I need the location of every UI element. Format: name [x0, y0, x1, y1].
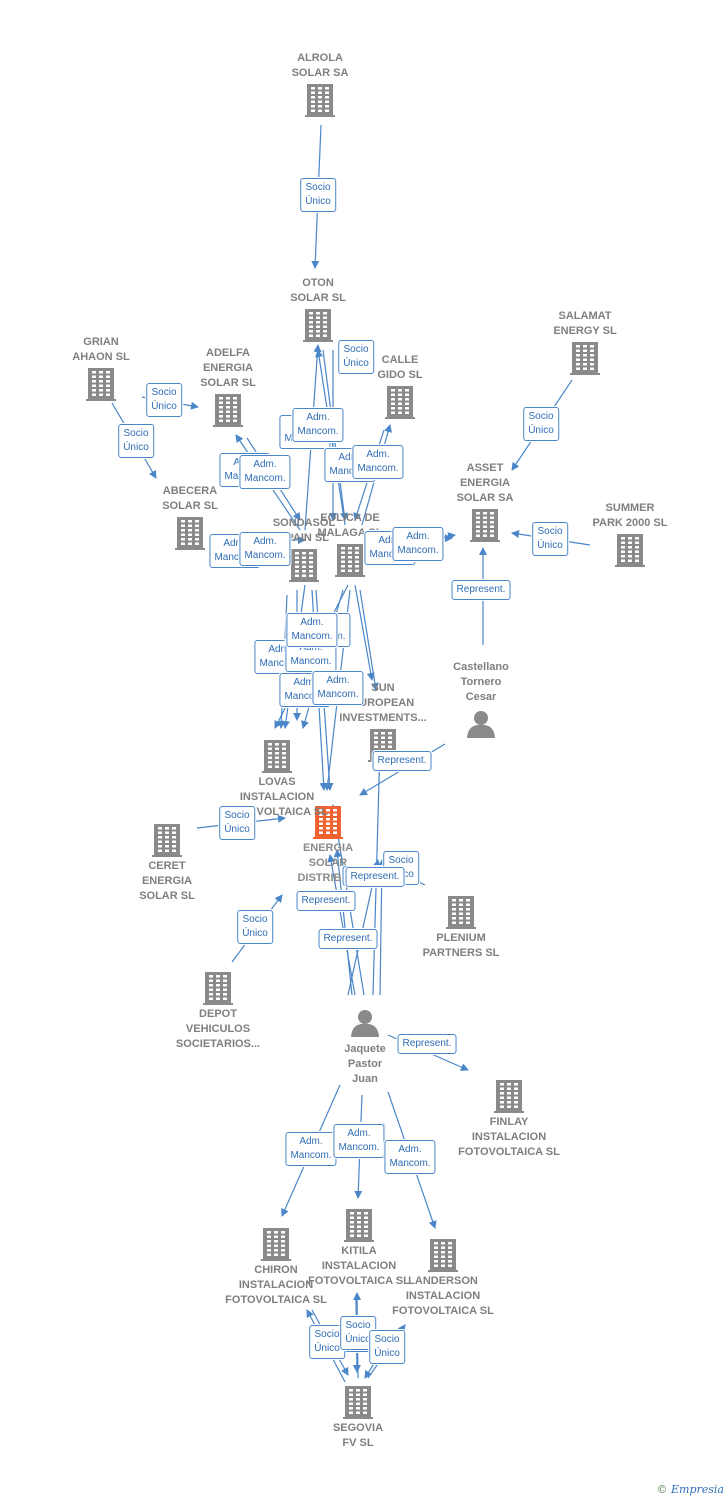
building-icon[interactable] [86, 368, 116, 401]
copyright-icon: © [656, 1483, 668, 1496]
node-label-salamat[interactable]: SALAMAT ENERGY SL [553, 310, 617, 337]
relation-badge-jaquete-energia[interactable]: Represent. [296, 891, 356, 911]
relation-badge-grian-abecera[interactable]: Socio Único [118, 424, 154, 458]
relation-badge-jaquete-energia[interactable]: Represent. [318, 929, 378, 949]
node-label-eolica[interactable]: EOLICA DE MALAGA SL [317, 512, 383, 539]
building-icon[interactable] [305, 84, 335, 117]
relation-badge-jaquete-finlay[interactable]: Represent. [397, 1034, 457, 1054]
node-label-alrola[interactable]: ALROLA SOLAR SA [291, 52, 349, 79]
node-label-landerson[interactable]: LANDERSON INSTALACION FOTOVOLTAICA SL [392, 1275, 494, 1317]
building-icon[interactable] [335, 544, 365, 577]
node-label-castellano[interactable]: Castellano Tornero Cesar [453, 661, 509, 703]
building-icon[interactable] [343, 1386, 373, 1419]
building-icon[interactable] [303, 309, 333, 342]
node-label-asset[interactable]: ASSET ENERGIA SOLAR SA [456, 462, 514, 504]
node-label-segovia[interactable]: SEGOVIA FV SL [332, 1422, 384, 1449]
building-icon[interactable] [262, 740, 292, 773]
building-icon[interactable] [446, 896, 476, 929]
node-label-sun[interactable]: SUN EUROPEAN INVESTMENTS... [339, 682, 427, 724]
building-icon[interactable] [289, 549, 319, 582]
building-icon[interactable] [152, 824, 182, 857]
building-icon[interactable] [203, 972, 233, 1005]
node-label-summer[interactable]: SUMMER PARK 2000 SL [592, 502, 668, 529]
relation-badge-sondasol-lovas[interactable]: Adm. Mancom. [286, 613, 338, 647]
node-label-oton[interactable]: OTON SOLAR SL [290, 277, 346, 304]
building-icon[interactable] [213, 394, 243, 427]
building-icon[interactable] [344, 1209, 374, 1242]
footer-brand[interactable]: © Empresia [657, 1483, 725, 1496]
relation-badge-jaquete-kitila[interactable]: Adm. Mancom. [333, 1124, 385, 1158]
building-icon[interactable] [428, 1239, 458, 1272]
relation-badge-grian-adelfa[interactable]: Socio Único [146, 383, 182, 417]
relation-badge-eolica-sun[interactable]: Adm. Mancom. [312, 671, 364, 705]
node-label-energia[interactable]: ENERGIA SOLAR DISTRIBU... [297, 842, 359, 884]
node-label-finlay[interactable]: FINLAY INSTALACION FOTOVOLTAICA SL [458, 1116, 560, 1158]
building-icon[interactable] [385, 386, 415, 419]
relation-badge-sondasol-oton[interactable]: Adm. Mancom. [292, 408, 344, 442]
building-icon[interactable] [615, 534, 645, 567]
relation-badge-sondasol-abecera[interactable]: Adm. Mancom. [239, 532, 291, 566]
relation-badge-jaquete-landerson[interactable]: Adm. Mancom. [384, 1140, 436, 1174]
relation-badge-salamat-asset[interactable]: Socio Único [523, 407, 559, 441]
focus-building-icon[interactable] [313, 806, 343, 839]
relation-badge-jaquete-chiron[interactable]: Adm. Mancom. [285, 1132, 337, 1166]
person-icon[interactable] [351, 1010, 379, 1037]
building-icon[interactable] [470, 509, 500, 542]
relation-badge-summer-asset[interactable]: Socio Único [532, 522, 568, 556]
edge-jaquete-energia [327, 854, 356, 996]
relation-badge-sondasol-adelfa[interactable]: Adm. Mancom. [239, 455, 291, 489]
node-label-jaquete[interactable]: Jaquete Pastor Juan [344, 1043, 386, 1085]
relation-badge-eolica-calle[interactable]: Adm. Mancom. [352, 445, 404, 479]
relation-badge-castellano-energia[interactable]: Represent. [372, 751, 432, 771]
relation-badge-eolica-oton[interactable]: Socio Único [338, 340, 374, 374]
node-label-abecera[interactable]: ABECERA SOLAR SL [162, 485, 218, 512]
relation-badge-castellano-asset[interactable]: Represent. [451, 580, 511, 600]
node-label-calle[interactable]: CALLE GIDO SL [377, 354, 423, 381]
relation-badge-alrola-oton[interactable]: Socio Único [300, 178, 336, 212]
node-label-plenium[interactable]: PLENIUM PARTNERS SL [422, 932, 500, 959]
building-icon[interactable] [175, 517, 205, 550]
edge-jaquete-energia [333, 849, 353, 996]
building-icon[interactable] [570, 342, 600, 375]
relation-badge-segovia-landerson[interactable]: Socio Único [369, 1330, 405, 1364]
node-label-depot[interactable]: DEPOT VEHICULOS SOCIETARIOS... [175, 1008, 261, 1050]
node-label-adelfa[interactable]: ADELFA ENERGIA SOLAR SL [200, 347, 256, 389]
node-label-grian[interactable]: GRIAN AHAON SL [72, 336, 130, 363]
node-label-ceret[interactable]: CERET ENERGIA SOLAR SL [139, 860, 195, 902]
building-icon[interactable] [494, 1080, 524, 1113]
node-label-kitila[interactable]: KITILA INSTALACION FOTOVOLTAICA SL [308, 1245, 410, 1287]
relation-badge-depot-energia[interactable]: Socio Único [237, 910, 273, 944]
person-icon[interactable] [467, 711, 495, 738]
building-icon[interactable] [261, 1228, 291, 1261]
edge-eolica-sun [354, 584, 375, 681]
relation-badge-eolica-asset[interactable]: Adm. Mancom. [392, 527, 444, 561]
brand-name: Empresia [671, 1483, 724, 1496]
relation-badge-jaquete-sun[interactable]: Represent. [345, 867, 405, 887]
relation-badge[interactable]: Adm. Mancom. [279, 673, 331, 707]
relation-badge-ceret-energia[interactable]: Socio Único [219, 806, 255, 840]
node-label-chiron[interactable]: CHIRON INSTALACION FOTOVOLTAICA SL [225, 1264, 327, 1306]
